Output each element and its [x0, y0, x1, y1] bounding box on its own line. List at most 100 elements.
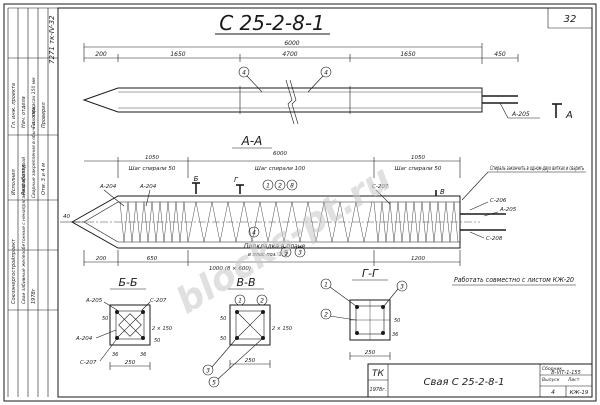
- svg-text:36: 36: [112, 352, 118, 358]
- cut-mark-a: А: [565, 110, 573, 121]
- svg-text:1050: 1050: [145, 155, 159, 161]
- section-aa: А-А 1050 6000 1050 Шаг спирали 50 Шаг сп…: [60, 134, 586, 286]
- svg-text:50: 50: [102, 316, 108, 322]
- aa-callouts: 1 2 8 4 9 3: [248, 179, 306, 258]
- dim-mid: 4700: [282, 51, 297, 58]
- tb-year: 1978г.: [370, 387, 387, 393]
- dim-right: 450: [494, 51, 506, 58]
- svg-text:Шаг спирали 50: Шаг спирали 50: [129, 166, 176, 172]
- svg-text:1: 1: [324, 282, 328, 289]
- svg-text:Лист: Лист: [567, 377, 580, 383]
- stamp-line-1: Гл. инж. проекта: [11, 83, 17, 128]
- svg-text:650: 650: [147, 256, 158, 262]
- svg-text:4: 4: [324, 70, 328, 77]
- stamp-desc: Сваи забивные железобетонные с ненапряга…: [21, 157, 27, 304]
- cut-mark-v: В: [440, 188, 445, 196]
- stamp-line-2: Нач. отдела: [21, 96, 27, 128]
- svg-text:2 × 150: 2 × 150: [272, 326, 292, 332]
- svg-text:В-VIТ-1-155: В-VIТ-1-155: [551, 370, 581, 376]
- spiral-right: [373, 201, 459, 243]
- stamp-org: Союзэнергостройпроект: [11, 238, 17, 304]
- svg-text:С-207: С-207: [150, 298, 167, 304]
- svg-text:50: 50: [394, 318, 400, 324]
- title-block: ТК 1978г. Свая С 25-2-8-1 Сборник В-VIТ-…: [367, 363, 593, 398]
- svg-text:1200: 1200: [411, 256, 425, 262]
- stamp-note-1: Сварные закрепления в обычных каркасах 1…: [31, 77, 37, 198]
- svg-text:А-205: А-205: [85, 298, 103, 304]
- dim-left-tip: 200: [95, 51, 107, 58]
- rebar-label-205: А-205: [511, 111, 530, 118]
- section-aa-label: А-А: [241, 134, 263, 148]
- bar-205: А-205: [499, 207, 517, 213]
- svg-text:4: 4: [551, 389, 555, 396]
- top-view: 6000 200 1650 4700 1650 450 4 4 А-205: [82, 40, 573, 125]
- bar-208: С-208: [486, 236, 503, 242]
- svg-text:2 × 150: 2 × 150: [152, 326, 172, 332]
- stamp-note-2: Отм. 3 и 4 м: [41, 163, 47, 195]
- tb-name: Свая С 25-2-8-1: [424, 377, 505, 388]
- svg-text:250: 250: [365, 350, 376, 356]
- svg-text:В-В: В-В: [236, 276, 255, 289]
- svg-text:6000: 6000: [273, 151, 287, 157]
- svg-text:8: 8: [290, 183, 294, 190]
- svg-text:50: 50: [220, 316, 226, 322]
- svg-text:36: 36: [140, 352, 146, 358]
- cut-mark-b: Б: [194, 175, 199, 183]
- pile-outline: [82, 87, 483, 113]
- stamp-line-3: Гл. спец.: [31, 105, 37, 128]
- cut-mark-g: Г: [234, 176, 239, 184]
- note-spiral-1: Спираль закончить в одном-двух витках и …: [490, 165, 584, 172]
- bar-207: С-207: [372, 184, 389, 190]
- dim-h: 40: [63, 214, 70, 220]
- svg-text:3: 3: [206, 368, 210, 375]
- svg-text:3: 3: [400, 284, 404, 291]
- note-pad: Подкладка в плане: [244, 243, 306, 250]
- svg-text:1050: 1050: [411, 155, 425, 161]
- drawing-title: С 25-2-8-1: [219, 11, 325, 35]
- svg-text:2: 2: [324, 312, 328, 319]
- svg-text:Выпуск: Выпуск: [542, 377, 560, 383]
- svg-text:Г-Г: Г-Г: [362, 267, 379, 280]
- left-stamp: 7271 тк-IV-32 Гл. инж. проекта Нач. отде…: [7, 7, 58, 397]
- svg-text:200: 200: [96, 256, 107, 262]
- svg-text:250: 250: [125, 360, 136, 366]
- svg-text:Б-Б: Б-Б: [118, 276, 137, 289]
- spiral-left: [119, 201, 189, 243]
- inner-frame: [57, 7, 593, 398]
- note-coordination: Работать совместно с листом КЖ-20: [454, 276, 574, 284]
- bar-204b: А-204: [139, 184, 157, 190]
- stamp-line-5: Исполнил: [11, 168, 17, 195]
- section-gg: Г-Г 1 3 2 50 36 250: [320, 267, 408, 360]
- svg-text:2: 2: [278, 183, 282, 190]
- svg-text:36: 36: [392, 332, 398, 338]
- callout-4b: [320, 66, 332, 78]
- svg-text:5: 5: [212, 380, 216, 387]
- svg-text:Шаг спирали 50: Шаг спирали 50: [395, 166, 442, 172]
- bar-206: С-206: [490, 198, 507, 204]
- svg-text:КЖ-19: КЖ-19: [570, 390, 589, 396]
- svg-text:Шаг спирали 100: Шаг спирали 100: [255, 166, 306, 172]
- svg-text:А-204: А-204: [75, 336, 93, 342]
- dim-total: 6000: [284, 40, 299, 47]
- svg-text:1000 (8 × 600): 1000 (8 × 600): [209, 266, 251, 272]
- callout-4a: [238, 66, 250, 78]
- side-code: 7271 тк-IV-32: [48, 15, 56, 64]
- svg-text:250: 250: [245, 358, 256, 364]
- svg-text:2: 2: [260, 298, 264, 305]
- svg-text:50: 50: [220, 336, 226, 342]
- svg-text:С-207: С-207: [80, 360, 97, 366]
- svg-text:50: 50: [154, 338, 160, 344]
- svg-text:9: 9: [284, 250, 288, 257]
- svg-text:Сборник: Сборник: [542, 366, 562, 372]
- break-mark: [285, 79, 295, 125]
- tb-org: ТК: [372, 369, 384, 379]
- spiral-mid: [187, 201, 373, 243]
- outer-frame: [3, 3, 597, 402]
- bar-204a: А-204: [99, 184, 117, 190]
- section-bb: Б-Б А-205 С-207 А-204 С-207 2 × 150 250 …: [75, 276, 172, 370]
- svg-text:1: 1: [238, 298, 242, 305]
- note-pad-sub: в плос поз. 1, 2: [248, 252, 288, 258]
- svg-text:1: 1: [266, 183, 270, 190]
